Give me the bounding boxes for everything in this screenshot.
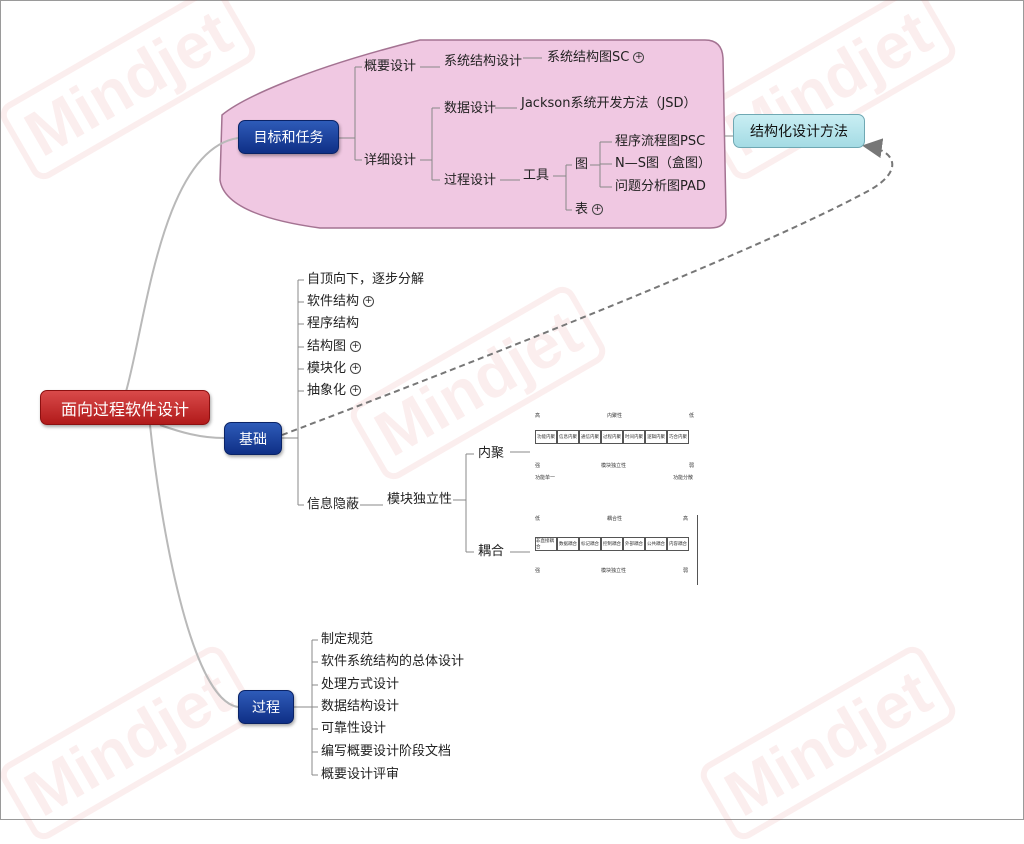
basis-item-label: 结构图 xyxy=(307,339,347,354)
pic-label: 耦合性 xyxy=(607,516,623,522)
table-topic[interactable]: 表+ xyxy=(575,202,604,218)
structured-design-node[interactable]: 结构化设计方法 xyxy=(733,114,865,148)
pic-label: 低 xyxy=(689,413,695,419)
jsd-topic[interactable]: Jackson系统开发方法（JSD） xyxy=(521,96,697,111)
module-independence-topic[interactable]: 模块独立性 xyxy=(387,492,453,507)
pic-label: 低 xyxy=(535,516,541,522)
pic-cell: 外部耦合 xyxy=(623,537,645,551)
goals-node[interactable]: 目标和任务 xyxy=(238,120,339,154)
connector-lines xyxy=(124,39,894,776)
system-structure-topic[interactable]: 系统结构设计 xyxy=(444,54,523,69)
process-node[interactable]: 过程 xyxy=(238,690,294,724)
basis-item-label: 软件结构 xyxy=(307,294,360,309)
process-item[interactable]: 概要设计评审 xyxy=(321,767,400,782)
sc-label: 系统结构图SC xyxy=(547,50,630,65)
pic-cell: 过程内聚 xyxy=(601,430,623,444)
cohesion-cell-row: 功能内聚 信息内聚 通信内聚 过程内聚 时间内聚 逻辑内聚 巧合内聚 xyxy=(535,430,689,444)
detail-design-topic[interactable]: 详细设计 xyxy=(364,153,417,168)
outline-design-topic[interactable]: 概要设计 xyxy=(364,59,417,74)
pic-cell: 通信内聚 xyxy=(579,430,601,444)
sc-topic[interactable]: 系统结构图SC+ xyxy=(547,50,645,66)
pic-cell: 非直接耦合 xyxy=(535,537,557,551)
pic-cell: 内容耦合 xyxy=(667,537,689,551)
graph-item[interactable]: 问题分析图PAD xyxy=(615,179,706,194)
pic-label: 高 xyxy=(535,413,541,419)
process-item[interactable]: 可靠性设计 xyxy=(321,721,387,736)
pic-label: 模块独立性 xyxy=(601,568,627,574)
pic-cell: 巧合内聚 xyxy=(667,430,689,444)
coupling-topic[interactable]: 耦合 xyxy=(478,544,505,559)
pic-label: 功能分散 xyxy=(673,475,694,481)
pic-label: 模块独立性 xyxy=(601,463,627,469)
pic-cell: 逻辑内聚 xyxy=(645,430,667,444)
pic-cell: 信息内聚 xyxy=(557,430,579,444)
cohesion-topic[interactable]: 内聚 xyxy=(478,446,505,461)
graph-item[interactable]: N—S图（盒图） xyxy=(615,156,711,171)
data-design-topic[interactable]: 数据设计 xyxy=(444,101,497,116)
process-design-topic[interactable]: 过程设计 xyxy=(444,173,497,188)
pic-cell: 时间内聚 xyxy=(623,430,645,444)
pic-cell: 控制耦合 xyxy=(601,537,623,551)
info-hiding-topic[interactable]: 信息隐蔽 xyxy=(307,497,360,512)
pic-label: 高 xyxy=(683,516,689,522)
expand-icon[interactable]: + xyxy=(350,341,362,352)
pic-label: 强 xyxy=(535,568,541,574)
pic-cell: 数据耦合 xyxy=(557,537,579,551)
basis-item[interactable]: 自顶向下，逐步分解 xyxy=(307,272,425,287)
process-item[interactable]: 软件系统结构的总体设计 xyxy=(321,654,465,669)
table-label: 表 xyxy=(575,202,589,217)
basis-item[interactable]: 程序结构 xyxy=(307,316,360,331)
basis-item-label: 模块化 xyxy=(307,361,347,376)
basis-item[interactable]: 抽象化+ xyxy=(307,383,362,399)
graph-item[interactable]: 程序流程图PSC xyxy=(615,134,706,149)
tool-topic[interactable]: 工具 xyxy=(523,168,550,183)
process-item[interactable]: 数据结构设计 xyxy=(321,699,400,714)
basis-node[interactable]: 基础 xyxy=(224,422,282,455)
pic-label: 内聚性 xyxy=(607,413,623,419)
root-node[interactable]: 面向过程软件设计 xyxy=(40,390,210,425)
basis-item[interactable]: 软件结构+ xyxy=(307,294,375,310)
pic-label: 强 xyxy=(535,463,541,469)
pic-cell: 标记耦合 xyxy=(579,537,601,551)
process-item[interactable]: 处理方式设计 xyxy=(321,677,400,692)
basis-item-label: 抽象化 xyxy=(307,383,347,398)
coupling-cell-row: 非直接耦合 数据耦合 标记耦合 控制耦合 外部耦合 公共耦合 内容耦合 xyxy=(535,537,689,551)
coupling-image: 低 耦合性 高 非直接耦合 数据耦合 标记耦合 控制耦合 外部耦合 公共耦合 内… xyxy=(535,515,698,585)
expand-icon[interactable]: + xyxy=(363,296,375,307)
pic-label: 功能单一 xyxy=(535,475,556,481)
pic-cell: 功能内聚 xyxy=(535,430,557,444)
graph-topic[interactable]: 图 xyxy=(575,157,589,172)
expand-icon[interactable]: + xyxy=(350,385,362,396)
basis-item[interactable]: 模块化+ xyxy=(307,361,362,377)
expand-icon[interactable]: + xyxy=(350,363,362,374)
process-item[interactable]: 编写概要设计阶段文档 xyxy=(321,744,452,759)
pic-label: 弱 xyxy=(689,463,695,469)
expand-icon[interactable]: + xyxy=(592,204,604,215)
pic-label: 弱 xyxy=(683,568,689,574)
process-item[interactable]: 制定规范 xyxy=(321,632,374,647)
basis-item[interactable]: 结构图+ xyxy=(307,339,362,355)
expand-icon[interactable]: + xyxy=(633,52,645,63)
pic-cell: 公共耦合 xyxy=(645,537,667,551)
cohesion-image: 高 内聚性 低 功能内聚 信息内聚 通信内聚 过程内聚 时间内聚 逻辑内聚 巧合… xyxy=(535,412,697,486)
